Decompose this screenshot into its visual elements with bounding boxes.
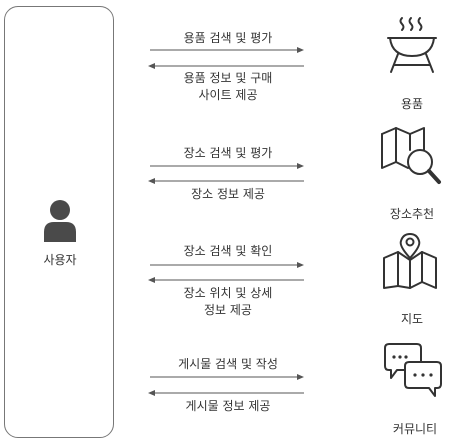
response-arrow-1 — [148, 63, 304, 69]
response-label-3b: 정보 제공 — [204, 303, 252, 317]
request-label-2: 장소 검색 및 평가 — [183, 146, 273, 160]
user-label: 사용자 — [43, 253, 77, 267]
user-icon — [44, 200, 76, 242]
response-label-3a: 장소 위치 및 상세 — [183, 286, 273, 300]
response-label-1b: 사이트 제공 — [198, 88, 258, 102]
grill-icon — [387, 17, 437, 73]
response-arrow-2 — [148, 178, 304, 184]
request-arrow-3 — [150, 262, 304, 268]
map-pin-icon — [383, 233, 437, 289]
service-label-1: 용품 — [400, 97, 424, 111]
response-arrow-4 — [148, 390, 304, 396]
response-label-2a: 장소 정보 제공 — [191, 187, 265, 201]
user-box: 사용자 — [4, 6, 114, 438]
request-arrow-1 — [150, 47, 304, 53]
request-arrow-2 — [150, 163, 304, 169]
request-label-1: 용품 검색 및 평가 — [183, 31, 273, 45]
service-label-3: 지도 — [400, 312, 424, 326]
request-arrow-4 — [150, 374, 304, 380]
request-label-4: 게시물 검색 및 작성 — [178, 357, 278, 371]
service-label-4: 커뮤니티 — [392, 422, 438, 436]
map-search-icon — [381, 127, 441, 184]
response-label-1a: 용품 정보 및 구매 — [183, 71, 273, 85]
response-arrow-3 — [148, 277, 304, 283]
chat-bubbles-icon — [384, 343, 442, 397]
service-label-2: 장소추천 — [389, 207, 435, 221]
request-label-3: 장소 검색 및 확인 — [183, 244, 273, 258]
response-label-4a: 게시물 정보 제공 — [185, 399, 271, 413]
